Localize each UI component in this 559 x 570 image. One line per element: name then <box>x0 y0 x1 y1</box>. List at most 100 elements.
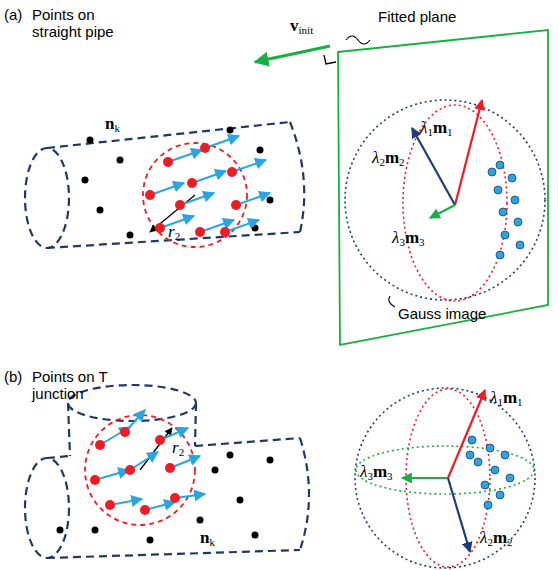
math-label: λ3m3 <box>392 228 425 249</box>
caption-label: Gauss image <box>398 305 486 322</box>
normal-point <box>481 481 489 489</box>
gauss-sphere <box>355 388 535 568</box>
eigen-arrow <box>448 478 470 552</box>
point <box>140 505 150 515</box>
point <box>187 178 197 188</box>
point <box>165 463 175 473</box>
point <box>125 465 135 475</box>
point <box>90 475 100 485</box>
math-label: λ2m2 <box>372 148 405 169</box>
math-label: λ2m2 <box>480 528 513 549</box>
math-label: λ1m1 <box>420 118 453 139</box>
normal-arrow <box>180 193 214 205</box>
point <box>267 197 274 204</box>
point <box>227 127 234 134</box>
point <box>175 200 185 210</box>
point <box>200 143 210 153</box>
pipe-outline <box>25 122 304 248</box>
point <box>147 537 154 544</box>
point <box>145 190 155 200</box>
eigen-arrow <box>448 390 485 478</box>
normal-point <box>488 168 496 176</box>
normal-arrow <box>168 150 202 162</box>
point <box>163 157 173 167</box>
point <box>92 527 99 534</box>
eigen-arrow <box>402 477 448 479</box>
leader-line <box>389 296 395 307</box>
neighborhood-circle <box>143 143 247 247</box>
eigen-arrow <box>430 205 455 218</box>
normal-point <box>514 218 522 226</box>
point <box>57 527 64 534</box>
point <box>227 452 234 459</box>
point <box>227 167 237 177</box>
normal-point <box>499 208 507 216</box>
point <box>170 493 180 503</box>
normal-arrow <box>205 136 239 148</box>
math-label: vinit <box>290 16 313 37</box>
math-label: nk <box>105 114 120 135</box>
leader-line <box>346 36 370 44</box>
eigen-arrow <box>412 128 455 205</box>
normal-point <box>496 251 504 259</box>
normal-point <box>501 451 509 459</box>
normal-point <box>474 458 482 466</box>
radius-arrow <box>140 428 172 470</box>
math-label: r2 <box>168 222 180 243</box>
caption-label: Fitted plane <box>378 8 456 25</box>
point <box>197 517 204 524</box>
point <box>127 232 134 239</box>
normal-point <box>496 491 504 499</box>
point-cloud <box>57 410 274 544</box>
point <box>257 147 264 154</box>
point <box>95 440 105 450</box>
neighborhood-circle <box>85 415 195 525</box>
normal-point <box>508 174 516 182</box>
point-cloud <box>82 127 274 239</box>
normal-point <box>516 241 524 249</box>
normal-point <box>486 444 494 452</box>
tee-outline <box>25 385 309 558</box>
fitted-plane <box>338 30 548 345</box>
caption-label: Points on T junction <box>32 368 142 403</box>
normal-arrow <box>95 470 129 480</box>
normal-arrow <box>160 216 194 228</box>
normal-arrow <box>236 193 270 205</box>
math-label: nk <box>200 528 215 549</box>
point <box>97 207 104 214</box>
point <box>267 457 274 464</box>
point <box>220 227 230 237</box>
normal-point <box>466 451 474 459</box>
normal-point <box>501 231 509 239</box>
point <box>105 500 115 510</box>
normal-point <box>484 501 492 509</box>
point <box>212 467 219 474</box>
gauss-sphere <box>345 100 545 300</box>
point <box>237 497 244 504</box>
point <box>120 427 130 437</box>
normal-point <box>496 161 504 169</box>
normal-point <box>494 186 502 194</box>
caption-label: Points on straight pipe <box>32 6 144 41</box>
point <box>155 223 165 233</box>
normal-arrow <box>192 171 226 183</box>
normal-arrow <box>225 220 259 232</box>
math-label: r2 <box>172 438 184 459</box>
normal-point <box>468 436 476 444</box>
point <box>117 157 124 164</box>
point <box>231 200 241 210</box>
normal-point <box>511 196 519 204</box>
math-label: λ3m3 <box>360 462 393 483</box>
normal-point <box>491 466 499 474</box>
point <box>195 227 205 237</box>
normal-arrow <box>150 183 184 195</box>
normal-point <box>506 474 514 482</box>
point <box>252 532 259 539</box>
great-circle <box>356 446 534 494</box>
normal-points <box>466 161 524 509</box>
caption-label: (a) <box>4 6 22 23</box>
point <box>252 225 259 232</box>
great-circle <box>403 105 507 301</box>
